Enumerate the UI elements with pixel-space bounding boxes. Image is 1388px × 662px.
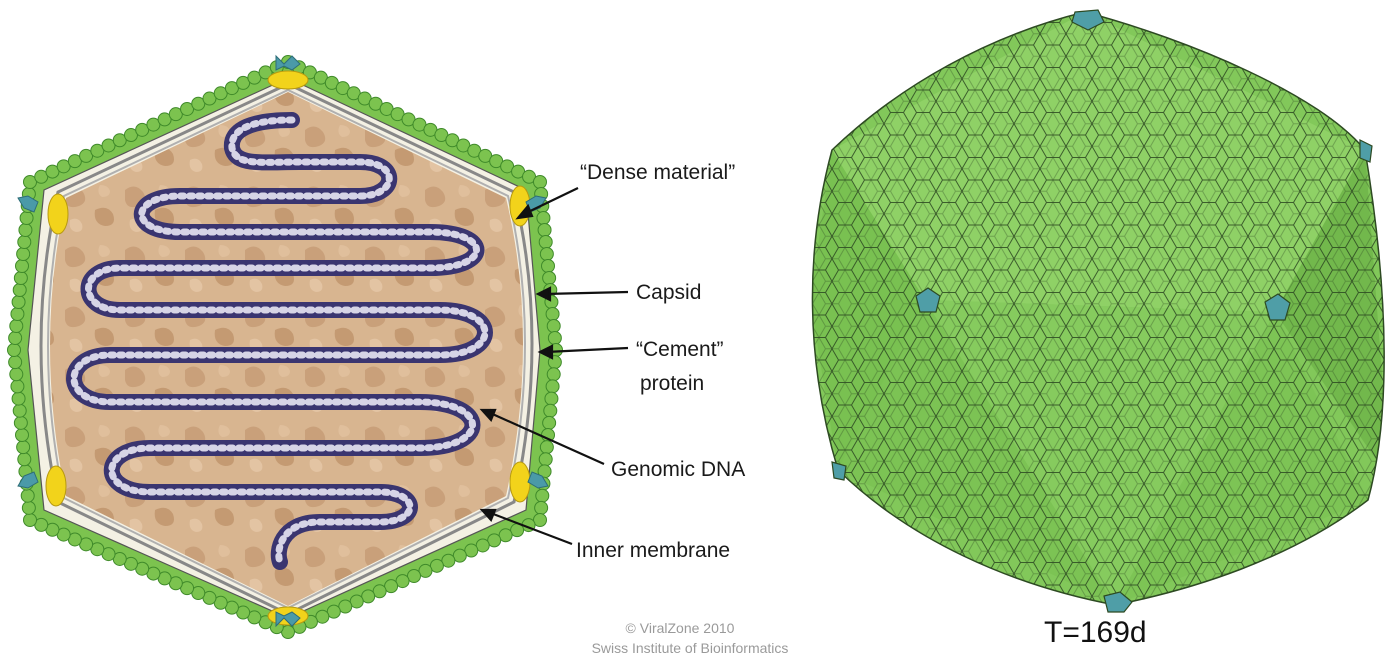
capsid-surface: [800, 0, 1388, 620]
label-dense-material: “Dense material”: [580, 160, 735, 186]
label-cement-protein-line2: protein: [640, 371, 704, 397]
label-inner-membrane: Inner membrane: [576, 538, 730, 564]
copyright-line1: © ViralZone 2010: [560, 620, 800, 637]
label-cement-protein-line1: “Cement”: [636, 337, 724, 363]
label-capsid: Capsid: [636, 280, 701, 306]
label-genomic-dna: Genomic DNA: [611, 457, 745, 483]
pentamer-upper-right: [1360, 140, 1372, 162]
copyright-line2: Swiss Institute of Bioinformatics: [560, 640, 820, 657]
triangulation-number-label: T=169d: [1044, 616, 1147, 650]
